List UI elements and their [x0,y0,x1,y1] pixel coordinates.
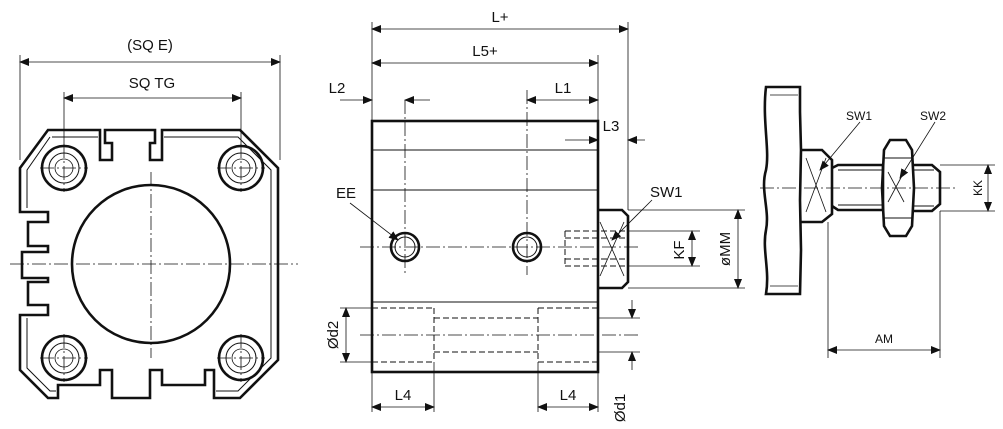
front-body-outline [18,128,280,400]
rod-end-detail: SW1 SW2 KK AM [760,85,995,358]
dim-l5-plus: L5+ [472,43,498,60]
dim-l2: L2 [329,80,346,97]
dim-l-plus: L+ [491,9,508,26]
label-sw1: SW1 [650,184,683,201]
label-sw2: SW2 [920,109,946,123]
front-body-inner [26,136,272,392]
piston-rod [598,208,630,290]
detail-rod-collar [800,148,834,224]
detail-stud [831,163,885,212]
dim-l4-right: L4 [560,387,577,404]
dim-sq-e: (SQ E) [127,37,173,54]
dim-l1: L1 [555,80,572,97]
dim-am: AM [875,332,893,346]
dim-d2: Ød2 [325,321,342,349]
label-sw1-detail: SW1 [846,109,872,123]
front-view: (SQ E) SQ TG [10,37,298,400]
dim-kf: KF [671,240,688,259]
label-ee: EE [336,185,356,202]
side-view: L+ L5+ L2 L1 L3 EE SW1 KF øMM [325,9,745,422]
dim-l3: L3 [603,118,620,135]
detail-break-body [762,85,803,296]
dim-mm: øMM [717,232,734,266]
dim-l4-left: L4 [395,387,412,404]
dim-kk: KK [971,180,985,196]
dim-sq-tg: SQ TG [129,75,175,92]
dim-d1: Ød1 [612,394,629,422]
cylinder-body [370,119,600,374]
detail-nut [880,138,916,238]
